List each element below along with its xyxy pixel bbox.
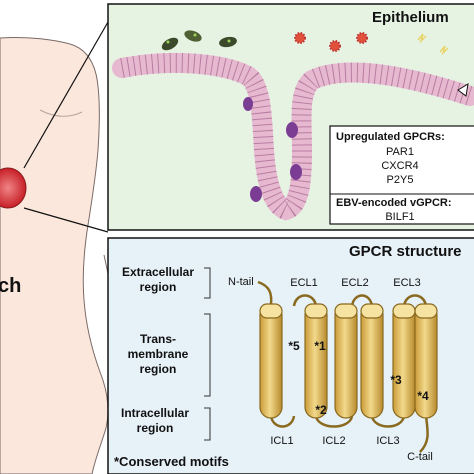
motif-legend: *Conserved motifs xyxy=(114,454,229,469)
transmembrane-helix xyxy=(392,303,416,419)
motif-marker: *2 xyxy=(315,403,327,417)
transmembrane-helix xyxy=(414,303,438,419)
region-brackets xyxy=(204,267,211,441)
motif-marker: *4 xyxy=(417,389,429,403)
ecl-label: ECL3 xyxy=(393,277,421,289)
upregulated-header: Upregulated GPCRs: xyxy=(336,131,445,143)
n-tail xyxy=(257,280,273,305)
bacteria-icon xyxy=(161,30,237,51)
virus-icon xyxy=(294,32,368,52)
region-label-intracellular: Intracellular xyxy=(121,406,189,420)
viral-header: EBV-encoded vGPCR: xyxy=(336,197,452,209)
ecl-label: ECL2 xyxy=(341,277,369,289)
lightning-icon xyxy=(417,33,449,56)
gpcr-loops xyxy=(269,294,429,453)
gpcr-list-box xyxy=(329,125,474,225)
ecl-label: ECL1 xyxy=(290,277,318,289)
upregulated-gpcr: P2Y5 xyxy=(387,174,414,186)
upregulated-gpcr: PAR1 xyxy=(386,146,414,158)
region-label-transmembrane: region xyxy=(140,362,177,376)
region-label-intracellular: region xyxy=(137,421,174,435)
motif-marker: *1 xyxy=(314,339,326,353)
icl-label: ICL1 xyxy=(270,435,293,447)
region-label-transmembrane: Trans- xyxy=(140,332,176,346)
region-label-transmembrane: membrane xyxy=(128,347,189,361)
icl-label: ICL3 xyxy=(376,435,399,447)
epithelium-title: Epithelium xyxy=(372,9,449,26)
motif-marker: *3 xyxy=(390,373,402,387)
c-tail-label: C-tail xyxy=(407,451,433,463)
epithelial-cell-layer xyxy=(112,52,474,221)
body-silhouette xyxy=(0,36,115,474)
callout-line-top xyxy=(23,21,109,169)
upregulated-gpcr: CXCR4 xyxy=(381,160,418,172)
region-label-extracellular: region xyxy=(140,280,177,294)
viral-gpcr: BILF1 xyxy=(385,211,414,223)
transmembrane-helix xyxy=(334,303,358,419)
icl-label: ICL2 xyxy=(322,435,345,447)
transmembrane-helix xyxy=(259,303,283,419)
stomach-icon xyxy=(0,167,27,209)
transmembrane-helix xyxy=(360,303,384,419)
n-tail-label: N-tail xyxy=(228,276,254,288)
organ-label: ch xyxy=(0,275,21,297)
transmembrane-helix xyxy=(304,303,328,419)
region-label-extracellular: Extracellular xyxy=(122,265,194,279)
motif-marker: *5 xyxy=(288,339,300,353)
gpcr-title: GPCR structure xyxy=(349,243,462,260)
callout-line-bottom xyxy=(23,207,109,233)
